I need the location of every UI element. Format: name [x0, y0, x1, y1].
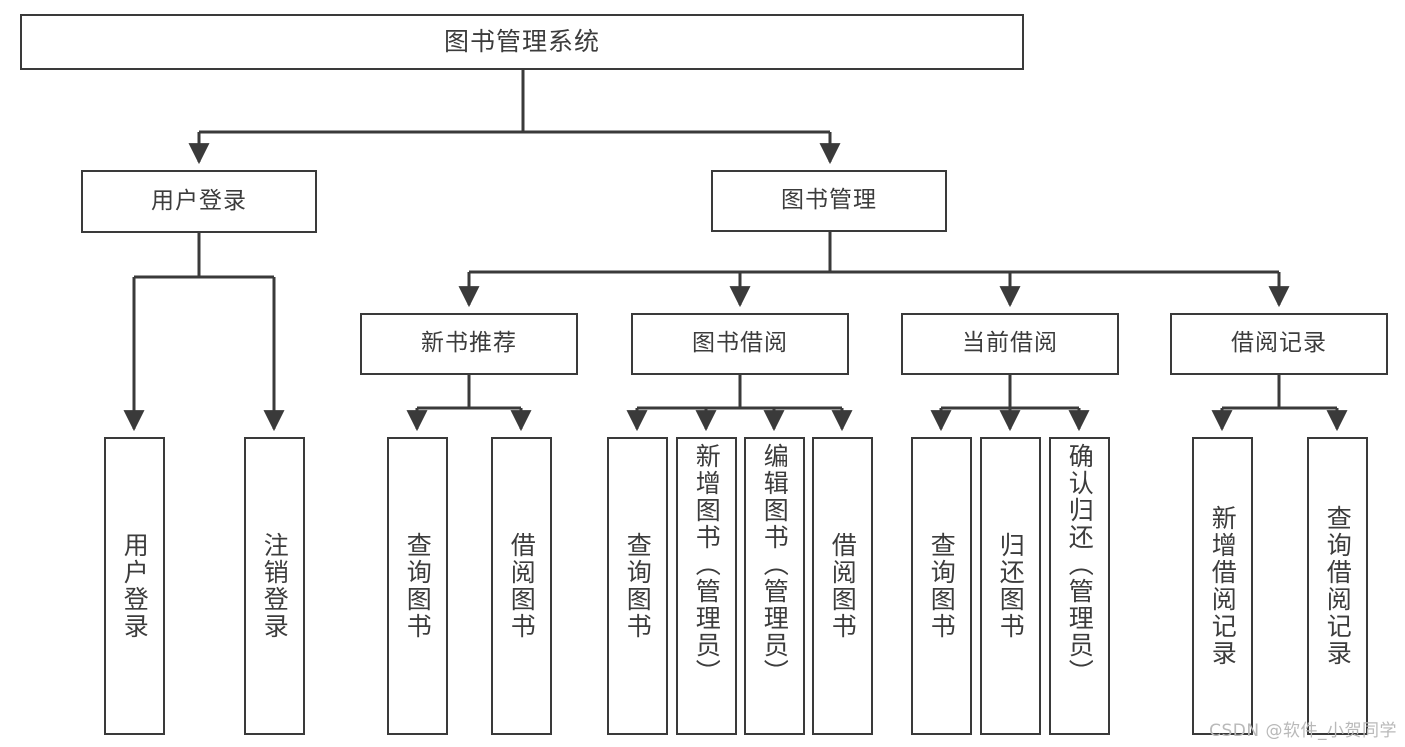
- leaf-query-book-recommend-inner: 查询图书: [389, 439, 446, 733]
- leaf-add-book-admin-inner: 新增图书（管理员）: [678, 439, 735, 737]
- leaf-logout[interactable]: 注销登录: [244, 437, 305, 735]
- leaf-query-book-borrow-inner: 查询图书: [609, 439, 666, 733]
- node-borrow-record[interactable]: 借阅记录: [1170, 313, 1388, 375]
- leaf-add-borrow-record-inner: 新增借阅记录: [1194, 439, 1251, 733]
- node-root-book-management-system[interactable]: 图书管理系统: [20, 14, 1024, 70]
- node-borrow-record-label: 借阅记录: [1231, 330, 1327, 357]
- leaf-user-login-label: 用户登录: [120, 532, 150, 640]
- leaf-edit-book-admin[interactable]: 编辑图书（管理员）: [744, 437, 805, 735]
- leaf-borrow-book-borrow-inner: 借阅图书: [814, 439, 871, 733]
- node-book-management[interactable]: 图书管理: [711, 170, 947, 232]
- leaf-query-book-borrow-label: 查询图书: [623, 532, 653, 640]
- leaf-add-borrow-record-label: 新增借阅记录: [1208, 505, 1238, 667]
- leaf-user-login[interactable]: 用户登录: [104, 437, 165, 735]
- leaf-borrow-book-recommend-label: 借阅图书: [507, 532, 537, 640]
- leaf-add-book-admin[interactable]: 新增图书（管理员）: [676, 437, 737, 735]
- node-user-login-label: 用户登录: [151, 187, 247, 214]
- leaf-return-book-inner: 归还图书: [982, 439, 1039, 733]
- node-root-label: 图书管理系统: [443, 27, 600, 57]
- node-current-borrow-label: 当前借阅: [962, 330, 1058, 357]
- node-book-borrow-label: 图书借阅: [692, 330, 788, 357]
- leaf-edit-book-admin-label: 编辑图书（管理员）: [760, 443, 790, 686]
- leaf-logout-inner: 注销登录: [246, 439, 303, 733]
- leaf-add-book-admin-label: 新增图书（管理员）: [692, 443, 722, 686]
- leaf-query-book-recommend-label: 查询图书: [403, 532, 433, 640]
- node-new-book-recommend-label: 新书推荐: [421, 330, 517, 357]
- leaf-return-book[interactable]: 归还图书: [980, 437, 1041, 735]
- leaf-user-login-inner: 用户登录: [106, 439, 163, 733]
- leaf-query-book-borrow[interactable]: 查询图书: [607, 437, 668, 735]
- node-book-management-label: 图书管理: [781, 187, 877, 214]
- node-user-login[interactable]: 用户登录: [81, 170, 317, 233]
- leaf-confirm-return-admin-label: 确认归还（管理员）: [1065, 443, 1095, 686]
- leaf-query-borrow-record-label: 查询借阅记录: [1323, 505, 1353, 667]
- leaf-add-borrow-record[interactable]: 新增借阅记录: [1192, 437, 1253, 735]
- leaf-borrow-book-borrow[interactable]: 借阅图书: [812, 437, 873, 735]
- leaf-query-book-current-inner: 查询图书: [913, 439, 970, 733]
- node-book-borrow[interactable]: 图书借阅: [631, 313, 849, 375]
- leaf-confirm-return-admin-inner: 确认归还（管理员）: [1051, 439, 1108, 737]
- node-current-borrow[interactable]: 当前借阅: [901, 313, 1119, 375]
- leaf-edit-book-admin-inner: 编辑图书（管理员）: [746, 439, 803, 737]
- leaf-query-book-recommend[interactable]: 查询图书: [387, 437, 448, 735]
- node-new-book-recommend[interactable]: 新书推荐: [360, 313, 578, 375]
- leaf-borrow-book-borrow-label: 借阅图书: [828, 532, 858, 640]
- leaf-query-book-current-label: 查询图书: [927, 532, 957, 640]
- leaf-logout-label: 注销登录: [260, 532, 290, 640]
- leaf-query-borrow-record-inner: 查询借阅记录: [1309, 439, 1366, 733]
- leaf-borrow-book-recommend-inner: 借阅图书: [493, 439, 550, 733]
- leaf-query-book-current[interactable]: 查询图书: [911, 437, 972, 735]
- leaf-query-borrow-record[interactable]: 查询借阅记录: [1307, 437, 1368, 735]
- leaf-borrow-book-recommend[interactable]: 借阅图书: [491, 437, 552, 735]
- leaf-return-book-label: 归还图书: [996, 532, 1026, 640]
- leaf-confirm-return-admin[interactable]: 确认归还（管理员）: [1049, 437, 1110, 735]
- csdn-watermark: CSDN @软件_小贺同学: [1209, 721, 1397, 741]
